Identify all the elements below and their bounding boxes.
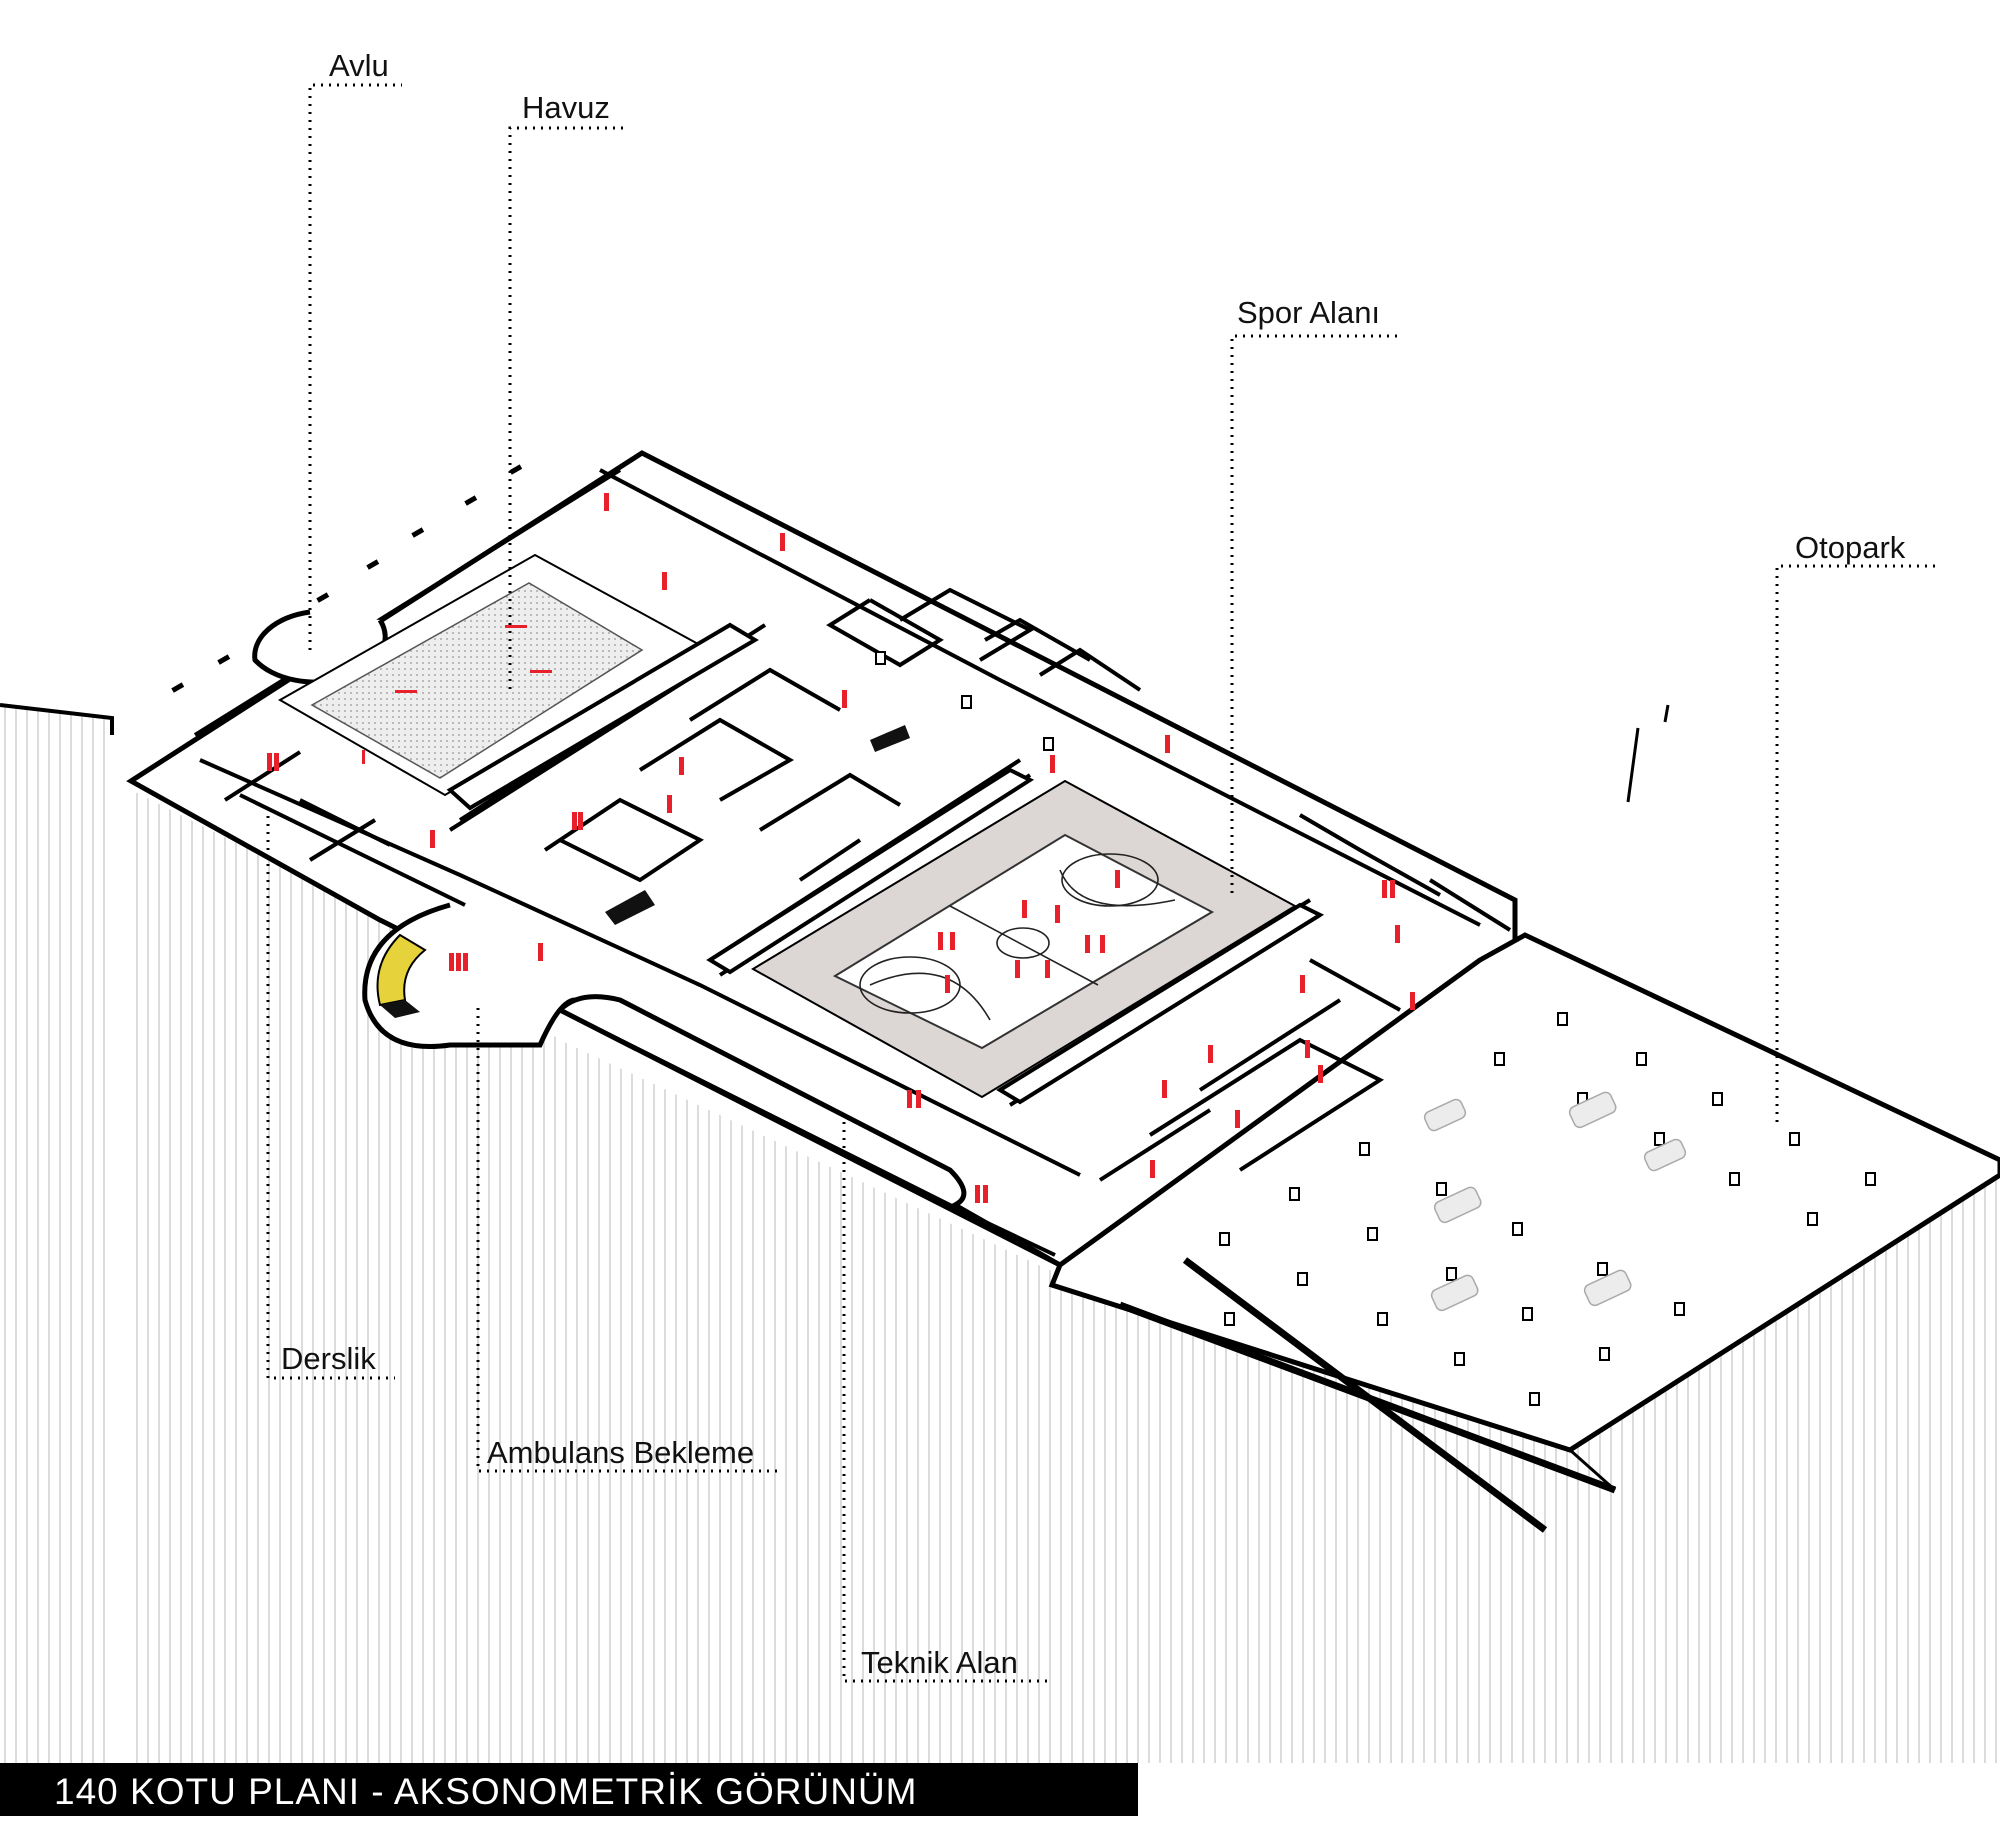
label-derslik: Derslik — [281, 1341, 376, 1376]
label-ambulans-bekleme: Ambulans Bekleme — [487, 1435, 755, 1470]
parked-cars — [1423, 1091, 1687, 1312]
leader-lines — [266, 83, 1936, 1683]
court — [832, 833, 1215, 1050]
pool — [310, 582, 644, 779]
label-havuz: Havuz — [522, 90, 610, 125]
parking-columns — [875, 651, 1876, 1406]
label-spor-alani: Spor Alanı — [1237, 295, 1381, 330]
label-teknik-alan: Teknik Alan — [861, 1645, 1018, 1680]
people-figures — [267, 493, 1415, 1203]
title-bar: 140 KOTU PLANI - AKSONOMETRİK GÖRÜNÜM — [0, 1763, 1138, 1816]
terrain-hatch — [0, 705, 112, 1763]
parking-slab — [1048, 932, 2000, 1453]
label-otopark: Otopark — [1795, 530, 1906, 565]
drawing-title: 140 KOTU PLANI - AKSONOMETRİK GÖRÜNÜM — [54, 1771, 918, 1812]
label-avlu: Avlu — [329, 48, 389, 83]
